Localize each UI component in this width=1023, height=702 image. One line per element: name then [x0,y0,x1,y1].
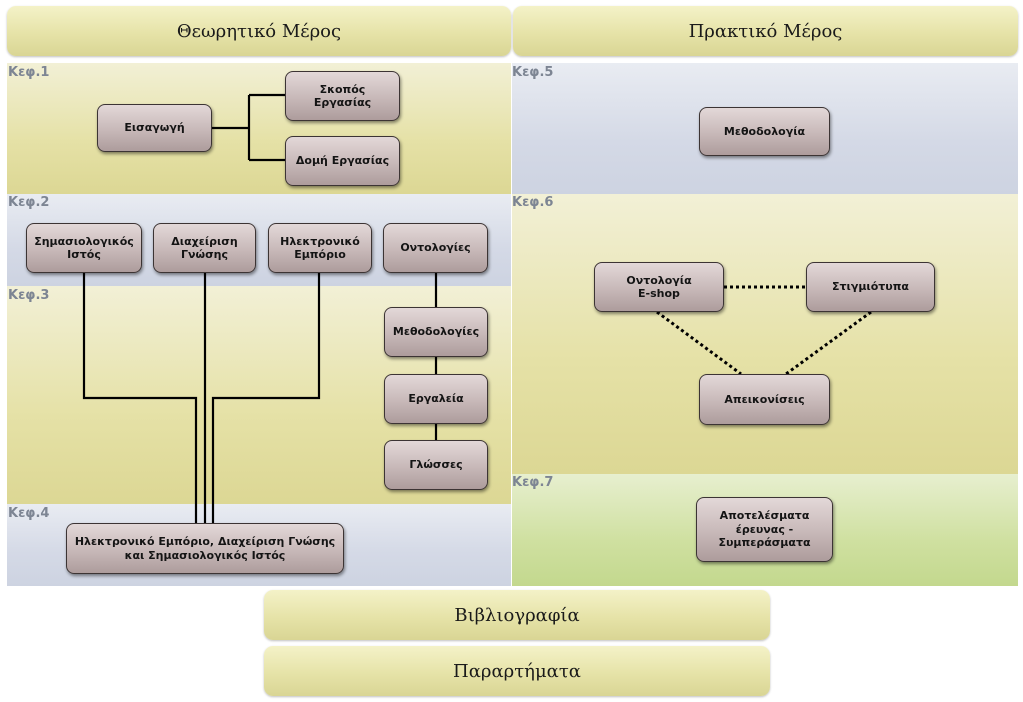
node-purpose[interactable]: Σκοπός Εργασίας [285,71,400,121]
node-ecommerce[interactable]: Ηλεκτρονικό Εμπόριο [268,223,372,273]
band-chapter-6 [512,194,1018,474]
chapter-label-2: Κεφ.2 [8,195,50,210]
band-chapter-1 [7,63,511,194]
node-tools[interactable]: Εργαλεία [384,374,488,424]
connector-instances-visualizations [785,310,872,376]
connector-semantic-web [82,272,198,523]
node-results-conclusions[interactable]: Αποτελέσματα έρευνας - Συμπεράσματα [696,497,833,562]
node-introduction[interactable]: Εισαγωγή [97,104,212,152]
header-practical: Πρακτικό Μέρος [513,6,1018,56]
chapter-label-3: Κεφ.3 [8,288,50,303]
chapter-label-1: Κεφ.1 [8,65,50,80]
node-methodologies[interactable]: Μεθοδολογίες [384,307,488,357]
connector-ecommerce [211,272,321,523]
header-appendices: Παραρτήματα [264,646,770,696]
node-instances[interactable]: Στιγμιότυπα [806,262,935,312]
node-ontologies[interactable]: Οντολογίες [383,223,488,273]
node-structure[interactable]: Δομή Εργασίας [285,136,400,186]
node-ontology-eshop[interactable]: Οντολογία E-shop [594,262,724,312]
chapter-label-6: Κεφ.6 [512,195,554,210]
node-languages[interactable]: Γλώσσες [384,440,488,490]
header-theoretical: Θεωρητικό Μέρος [7,6,511,56]
node-methodology[interactable]: Μεθοδολογία [699,107,830,156]
connector-eshop-visualizations [656,310,742,376]
chapter-label-5: Κεφ.5 [512,65,554,80]
chapter-label-7: Κεφ.7 [512,475,554,490]
node-visualizations[interactable]: Απεικονίσεις [699,374,830,425]
header-bibliography: Βιβλιογραφία [264,590,770,640]
node-combined-topics[interactable]: Ηλεκτρονικό Εμπόριο, Διαχείριση Γνώσης κ… [66,523,344,574]
node-knowledge-management[interactable]: Διαχείριση Γνώσης [153,223,256,273]
chapter-label-4: Κεφ.4 [8,506,50,521]
node-semantic-web[interactable]: Σημασιολογικός Ιστός [26,223,142,273]
